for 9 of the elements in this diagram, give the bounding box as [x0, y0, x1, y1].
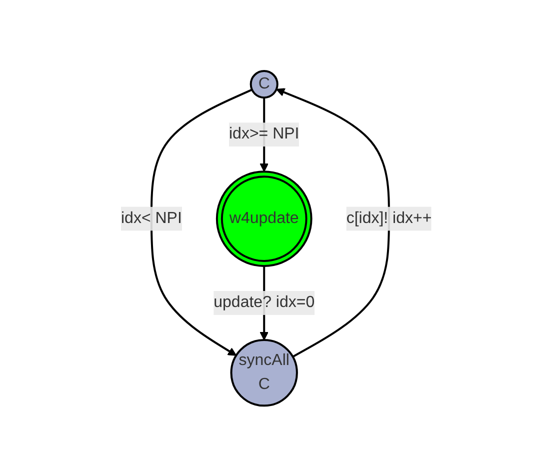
node-circle: w4update — [216, 170, 312, 267]
node-circle: C — [250, 70, 279, 98]
arrow — [150, 88, 253, 356]
edge-label: c[idx]! idx++ — [346, 209, 432, 226]
arrow — [276, 88, 390, 358]
edge-label: idx>= NPI — [229, 125, 300, 142]
edge-label: update? idx=0 — [214, 294, 315, 311]
edge-label: idx< NPI — [121, 209, 182, 226]
node-circle: syncAll C — [230, 338, 298, 406]
